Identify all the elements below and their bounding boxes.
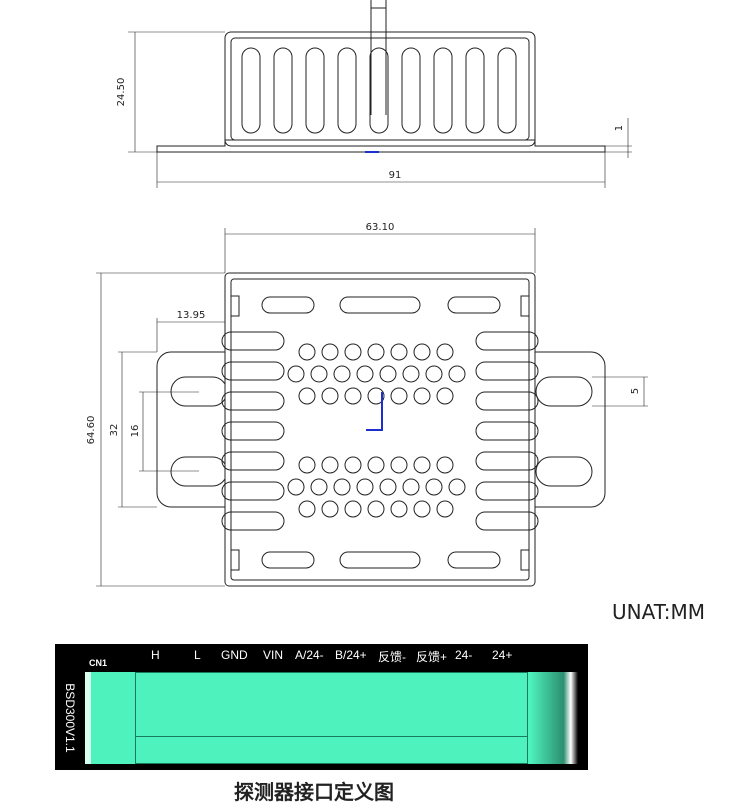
pcb-model-label: BSD300V1.1: [63, 683, 77, 753]
dim-top-span-inner: 16: [130, 425, 141, 438]
diagram-caption: 探测器接口定义图: [234, 780, 394, 804]
pin-label-24-plus: 24+: [492, 648, 513, 662]
pcb-connector-label: CN1: [89, 658, 108, 668]
dim-side-height: 24.50: [116, 78, 127, 107]
pin-label-vin: VIN: [263, 648, 284, 662]
pin-label-a24: A/24-: [295, 648, 324, 662]
dim-top-height: 64.60: [86, 416, 97, 445]
pin-label-b24: B/24+: [335, 648, 367, 662]
dim-top-slot: 5: [630, 388, 641, 394]
upper-hole-pattern: [287, 343, 466, 405]
dim-top-offset: 13.95: [177, 310, 206, 321]
pin-label-gnd: GND: [221, 648, 248, 662]
pin-label-l: L: [194, 648, 201, 662]
pcb-connector-divider: [135, 736, 528, 737]
pin-label-feedback-minus: 反馈-: [378, 650, 406, 664]
dim-top-span-outer: 32: [109, 424, 120, 437]
top-marker: [366, 392, 383, 431]
dim-side-width: 91: [389, 170, 402, 181]
lower-hole-pattern: [287, 456, 466, 518]
dim-top-width: 63.10: [366, 222, 395, 233]
pin-label-24-minus: 24-: [455, 648, 473, 662]
dim-side-flange: 1: [614, 125, 625, 131]
pin-label-feedback-plus: 反馈+: [416, 650, 448, 664]
pcb-right-edge: [530, 672, 578, 764]
pcb-left-edge: [85, 672, 91, 764]
pcb-image: BSD300V1.1 CN1 H L GND VIN A/24- B/24+ 反…: [55, 644, 588, 770]
pcb-connector-outline: [135, 672, 528, 764]
pin-label-h: H: [151, 648, 160, 662]
side-vent-slots: [241, 47, 517, 134]
pcb-board: [85, 672, 578, 764]
side-view: [128, 0, 632, 188]
unit-label: UNAT:MM: [612, 600, 705, 624]
top-view: [96, 228, 648, 587]
mechanical-drawing: 24.50 91 1: [86, 0, 648, 587]
